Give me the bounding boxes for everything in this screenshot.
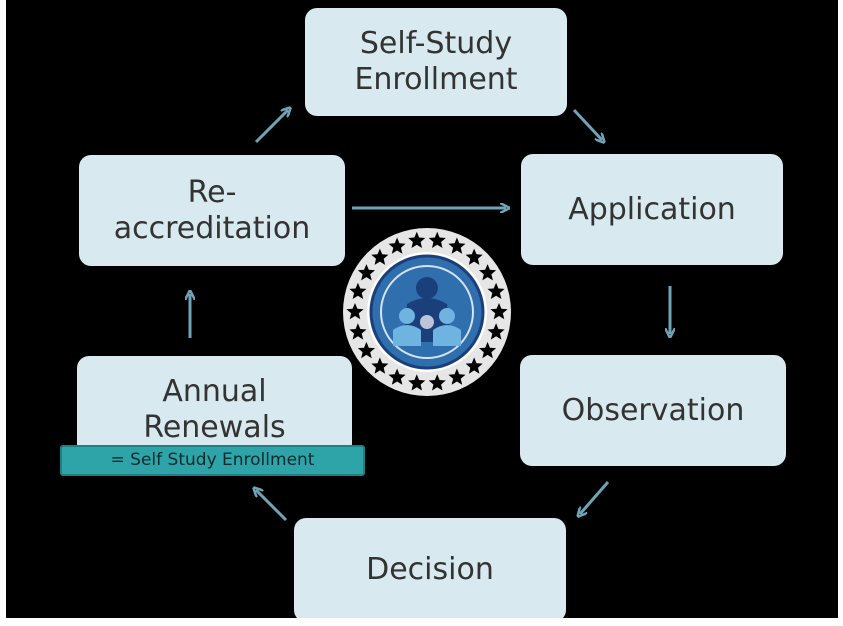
- seal-star: [371, 357, 389, 374]
- node-annual-renewals-line2: Renewals: [143, 410, 286, 445]
- seal-star: [479, 264, 497, 281]
- seal-star: [357, 341, 375, 359]
- seal-star: [428, 374, 446, 391]
- seal-star: [465, 248, 483, 265]
- node-self-study-line2: Enrollment: [354, 62, 518, 97]
- seal-star: [448, 237, 466, 254]
- seal-star: [448, 368, 466, 385]
- seal-star: [487, 323, 505, 340]
- seal-star: [490, 303, 508, 320]
- arrow-re-accreditation-to-self-study: [254, 110, 288, 144]
- seal-star: [408, 231, 426, 248]
- node-application: Application: [521, 154, 783, 265]
- node-re-accreditation: Re- accreditation: [79, 155, 345, 266]
- seal-star: [487, 282, 505, 299]
- seal-star: [349, 323, 367, 340]
- node-annual-renewals: Annual Renewals: [77, 356, 352, 456]
- accreditation-cycle-diagram: Self-Study Enrollment Application Observ…: [6, 0, 838, 618]
- node-re-accreditation-line2: accreditation: [113, 210, 311, 246]
- annual-renewals-note: = Self Study Enrollment: [60, 445, 365, 476]
- seal-star: [388, 237, 406, 254]
- organization-seal-icon: [343, 228, 511, 396]
- node-decision: Decision: [294, 518, 566, 618]
- node-re-accreditation-line1: Re-: [187, 174, 237, 210]
- arrow-observation-to-decision: [580, 481, 610, 514]
- node-observation-label: Observation: [561, 392, 745, 428]
- seal-star: [388, 368, 406, 385]
- node-self-study-enrollment: Self-Study Enrollment: [305, 8, 567, 116]
- cycle-arrows: [6, 0, 838, 522]
- node-decision-label: Decision: [366, 552, 494, 587]
- node-annual-renewals-line1: Annual: [162, 374, 267, 409]
- seal-star: [346, 303, 364, 320]
- node-observation: Observation: [520, 355, 786, 466]
- seal-star: [479, 341, 497, 359]
- seal-star: [428, 231, 446, 248]
- arrow-decision-to-annual-renewals: [256, 490, 288, 522]
- node-self-study-line1: Self-Study: [359, 26, 513, 61]
- seal-star: [357, 264, 375, 281]
- seal-star: [465, 357, 483, 374]
- node-application-label: Application: [568, 191, 736, 227]
- seal-star: [349, 282, 367, 299]
- arrow-self-study-to-application: [572, 108, 602, 140]
- seal-star: [371, 248, 389, 265]
- seal-star: [408, 374, 426, 391]
